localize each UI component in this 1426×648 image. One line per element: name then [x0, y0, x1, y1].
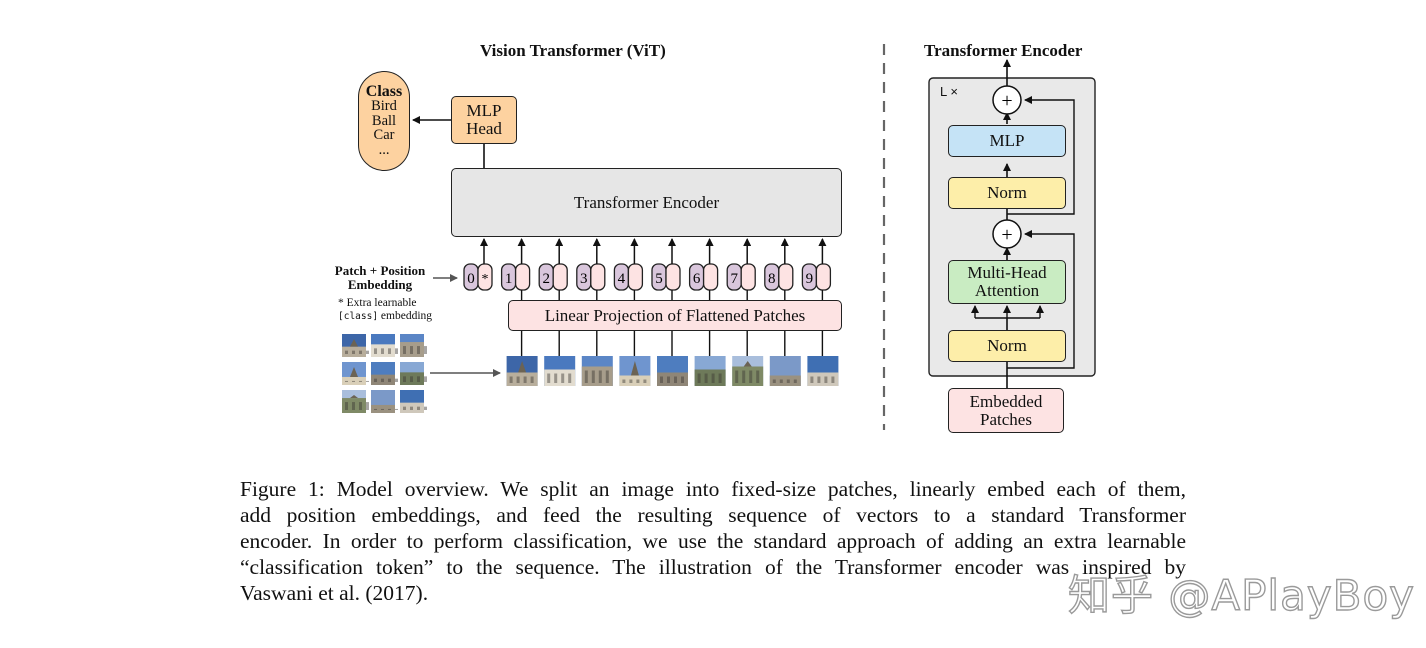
transformer-encoder-box: Transformer Encoder [451, 168, 842, 237]
token-index-label: 3 [580, 271, 588, 287]
image-patch-thumbnail [619, 356, 651, 386]
token-index-label: 6 [693, 271, 701, 287]
patch-position-embedding-label: Patch + Position Embedding [330, 264, 430, 291]
class-item: Ball [371, 112, 397, 129]
token-index-label: 1 [505, 271, 513, 287]
caption-line: Vaswani et al. (2017). [240, 581, 429, 605]
image-patch-thumbnail [506, 356, 538, 386]
image-patch-grid [342, 334, 427, 413]
mlp-block: MLP [948, 125, 1066, 157]
add-circle-bottom [992, 219, 1022, 249]
token-index-label: 9 [806, 271, 814, 287]
embedding-label-line: Embedding [347, 276, 413, 292]
token-index-label: 8 [768, 271, 776, 287]
add-symbol-bottom: + [1001, 224, 1012, 246]
embedding-label-line: Patch + Position [334, 263, 426, 278]
caption-line: encoder. In order to perform classificat… [240, 529, 1186, 553]
image-patch-thumbnail [657, 356, 688, 386]
image-patch-thumbnail [342, 334, 369, 357]
token-index-label: 0 [467, 271, 475, 287]
zhihu-watermark: 知乎 @APlayBoy [1067, 570, 1416, 620]
image-patch-thumbnail [769, 356, 801, 386]
caption-line: “classification token” to the sequence. … [240, 555, 1186, 579]
class-heading: Class [365, 82, 403, 100]
class-item: Car [373, 127, 395, 144]
image-patch-thumbnail [371, 334, 398, 357]
image-patch-thumbnail [371, 362, 398, 385]
residual-connection-upper [1007, 96, 1075, 215]
embedded-patches-box: Embedded Patches [948, 388, 1064, 433]
image-patch-thumbnail [581, 356, 613, 386]
repeat-label: L × [940, 84, 958, 99]
image-patch-thumbnail [400, 362, 427, 385]
norm-block-bottom: Norm [948, 330, 1066, 362]
embedded-patches-line: Embedded [969, 391, 1043, 411]
patch-embedding-pill [665, 263, 681, 291]
extra-note-line: * Extra learnable [338, 297, 417, 309]
token-sequence: 0 * 1 2 3 4 5 6 7 8 9 [463, 238, 832, 300]
extra-note-rest: embedding [378, 310, 433, 322]
multi-head-attention-block: Multi-Head Attention [948, 260, 1066, 304]
patch-embedding-pill [552, 263, 568, 291]
token-index-label: 2 [542, 271, 550, 287]
flattened-patch-sequence [506, 331, 839, 386]
patch-embedding-pill [627, 263, 644, 291]
mha-line: Attention [974, 281, 1040, 300]
patch-embedding-pill [477, 263, 493, 291]
mlp-head-box: MLP Head [451, 96, 517, 144]
class-item: Bird [371, 98, 397, 115]
vit-title: Vision Transformer (ViT) [480, 41, 666, 60]
encoder-title: Transformer Encoder [924, 41, 1083, 60]
linear-projection-box: Linear Projection of Flattened Patches [508, 300, 842, 331]
token-index-label: 4 [618, 271, 626, 287]
caption-line: Figure 1: Model overview. We split an im… [240, 477, 1186, 501]
caption-line: add position embeddings, and feed the re… [240, 503, 1186, 527]
image-patch-thumbnail [544, 356, 576, 386]
class-output-box: Class Bird Ball Car ... [358, 71, 410, 171]
image-patch-thumbnail [807, 356, 839, 386]
extra-learnable-note: * Extra learnable [class] embedding [338, 297, 432, 323]
mha-line: Multi-Head [967, 263, 1047, 282]
class-code: [class] [338, 311, 379, 322]
patch-embedding-pill [740, 263, 756, 291]
class-item: ... [378, 141, 390, 158]
patch-embedding-pill [702, 263, 719, 291]
patch-embedding-pill [514, 263, 531, 291]
image-patch-thumbnail [732, 356, 764, 386]
token-index-label: 5 [655, 271, 663, 287]
figure-caption: Figure 1: Model overview. We split an im… [240, 476, 1186, 606]
patch-embedding-pill [815, 263, 832, 291]
embedded-patches-line: Patches [980, 409, 1032, 429]
patch-embedding-pill [590, 263, 606, 291]
mlp-head-line: MLP [466, 101, 502, 120]
add-circle-top [992, 85, 1022, 115]
mlp-head-line: Head [466, 119, 502, 138]
norm-block-top: Norm [948, 177, 1066, 209]
image-patch-thumbnail [342, 390, 369, 413]
image-patch-thumbnail [694, 356, 726, 386]
image-patch-thumbnail [342, 362, 369, 385]
add-symbol-top: + [1001, 90, 1012, 112]
image-patch-thumbnail [400, 390, 427, 413]
image-patch-thumbnail [371, 390, 398, 413]
image-patch-thumbnail [400, 334, 427, 357]
token-index-label: 7 [730, 271, 738, 287]
residual-connection-lower [1007, 230, 1075, 369]
patch-embedding-pill [778, 263, 794, 291]
class-token-marker: * [482, 272, 489, 287]
